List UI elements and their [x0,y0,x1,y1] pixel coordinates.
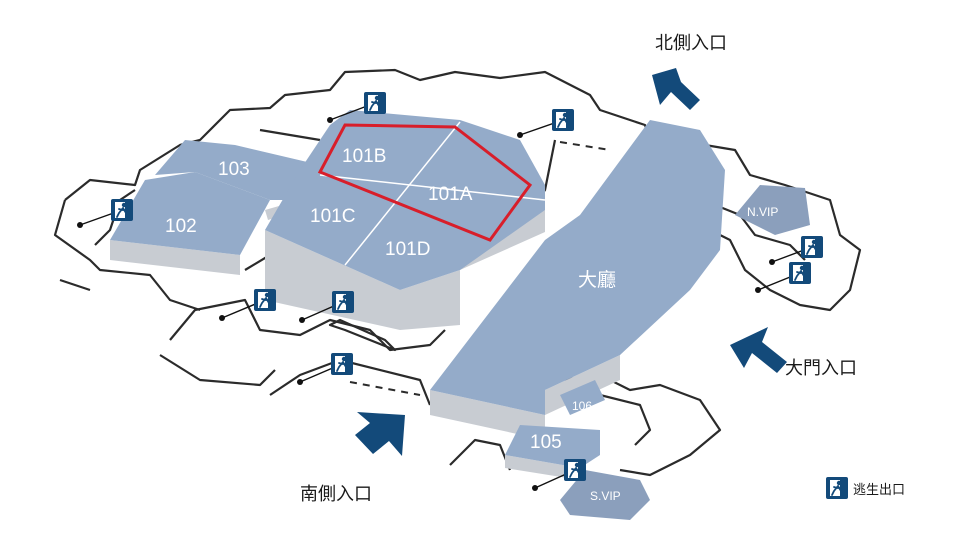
room-101c-label: 101C [310,206,355,227]
south-entrance[interactable]: 南側入口 [300,412,405,505]
legend: 逃生出口 [825,476,905,500]
emergency-exits [77,91,824,491]
room-nvip[interactable]: N.VIP [735,185,810,235]
room-101a[interactable]: 101A [428,184,473,205]
main-entrance-arrow-icon [730,327,787,373]
emergency-exit-icon [769,235,824,265]
room-101b-label: 101B [342,146,386,167]
room-101b[interactable]: 101B [342,146,386,167]
svip-label: S.VIP [590,489,621,503]
emergency-exit-icon [825,476,849,500]
emergency-exit-icon [755,261,812,293]
legend-label: 逃生出口 [853,483,905,498]
nvip-label: N.VIP [747,205,778,219]
room-svip[interactable]: S.VIP [560,470,650,520]
emergency-exit-icon [297,352,354,385]
emergency-exit-icon [327,91,387,123]
emergency-exit-icon [219,288,277,321]
room-106[interactable]: 106 [560,380,605,415]
emergency-exit-icon [517,108,575,138]
south-entrance-label: 南側入口 [300,484,372,505]
room-106-label: 106 [572,399,592,413]
emergency-exit-icon [532,458,587,491]
emergency-exit-icon [77,198,134,228]
main-entrance[interactable]: 大門入口 [730,327,857,379]
room-105[interactable]: 105 [505,425,600,480]
emergency-exit-icon [299,290,355,323]
main-hall-label: 大廳 [578,269,616,291]
highlight-101a-101b [317,123,533,242]
north-entrance-label: 北側入口 [655,33,727,54]
room-102-label: 102 [165,216,197,237]
room-101d-label: 101D [385,239,430,260]
room-101c[interactable]: 101C [310,206,355,227]
north-entrance-arrow-icon [652,68,700,110]
room-102[interactable]: 102 [110,172,270,275]
south-entrance-arrow-icon [355,412,405,456]
north-entrance[interactable]: 北側入口 [652,33,727,110]
room-101a-label: 101A [428,184,473,205]
room-103-label: 103 [218,159,250,180]
main-entrance-label: 大門入口 [785,358,857,379]
room-101d[interactable]: 101D [385,239,430,260]
room-101-complex [265,110,546,330]
room-105-label: 105 [530,432,562,453]
